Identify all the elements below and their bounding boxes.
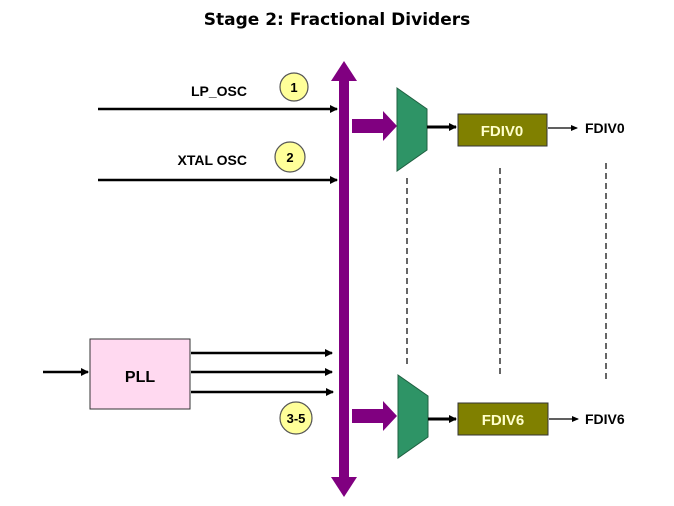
badge-3-5: 3-5 xyxy=(279,401,313,435)
xtal-osc-label: XTAL OSC xyxy=(178,152,248,168)
fdiv0-block-label: FDIV0 xyxy=(481,123,524,140)
bus-tap-arrow-0-icon xyxy=(352,111,397,141)
badge-1-text: 1 xyxy=(290,80,297,95)
pll-block xyxy=(89,338,191,410)
badge-2: 2 xyxy=(274,141,306,173)
input-xtal-osc: XTAL OSC 2 xyxy=(98,141,338,184)
fdiv6-block-label: FDIV6 xyxy=(482,412,525,429)
mux-6 xyxy=(397,374,429,459)
fdiv0-output-label: FDIV0 xyxy=(585,120,625,136)
pll-group: PLL 3-5 xyxy=(43,338,334,435)
badge-2-text: 2 xyxy=(286,150,293,165)
lp-osc-label: LP_OSC xyxy=(191,83,247,99)
divider-channel-0: FDIV0 FDIV0 xyxy=(352,87,625,172)
badge-1: 1 xyxy=(279,72,309,102)
fdiv6-output-label: FDIV6 xyxy=(585,411,625,427)
continuation-lines xyxy=(406,163,607,381)
mux-0 xyxy=(396,87,428,172)
clock-bus xyxy=(331,61,357,497)
input-lp-osc: LP_OSC 1 xyxy=(98,72,338,113)
fdiv0-block xyxy=(457,113,548,147)
fdiv6-block xyxy=(457,402,549,436)
bus-arrow-up-icon xyxy=(331,61,357,81)
bus-arrow-down-icon xyxy=(331,477,357,497)
bus-shaft xyxy=(339,80,349,480)
bus-tap-arrow-6-icon xyxy=(352,401,397,431)
pll-label: PLL xyxy=(125,369,155,386)
badge-3-5-text: 3-5 xyxy=(287,411,306,426)
divider-channel-6: FDIV6 FDIV6 xyxy=(352,374,625,459)
diagram-title: Stage 2: Fractional Dividers xyxy=(203,10,471,30)
